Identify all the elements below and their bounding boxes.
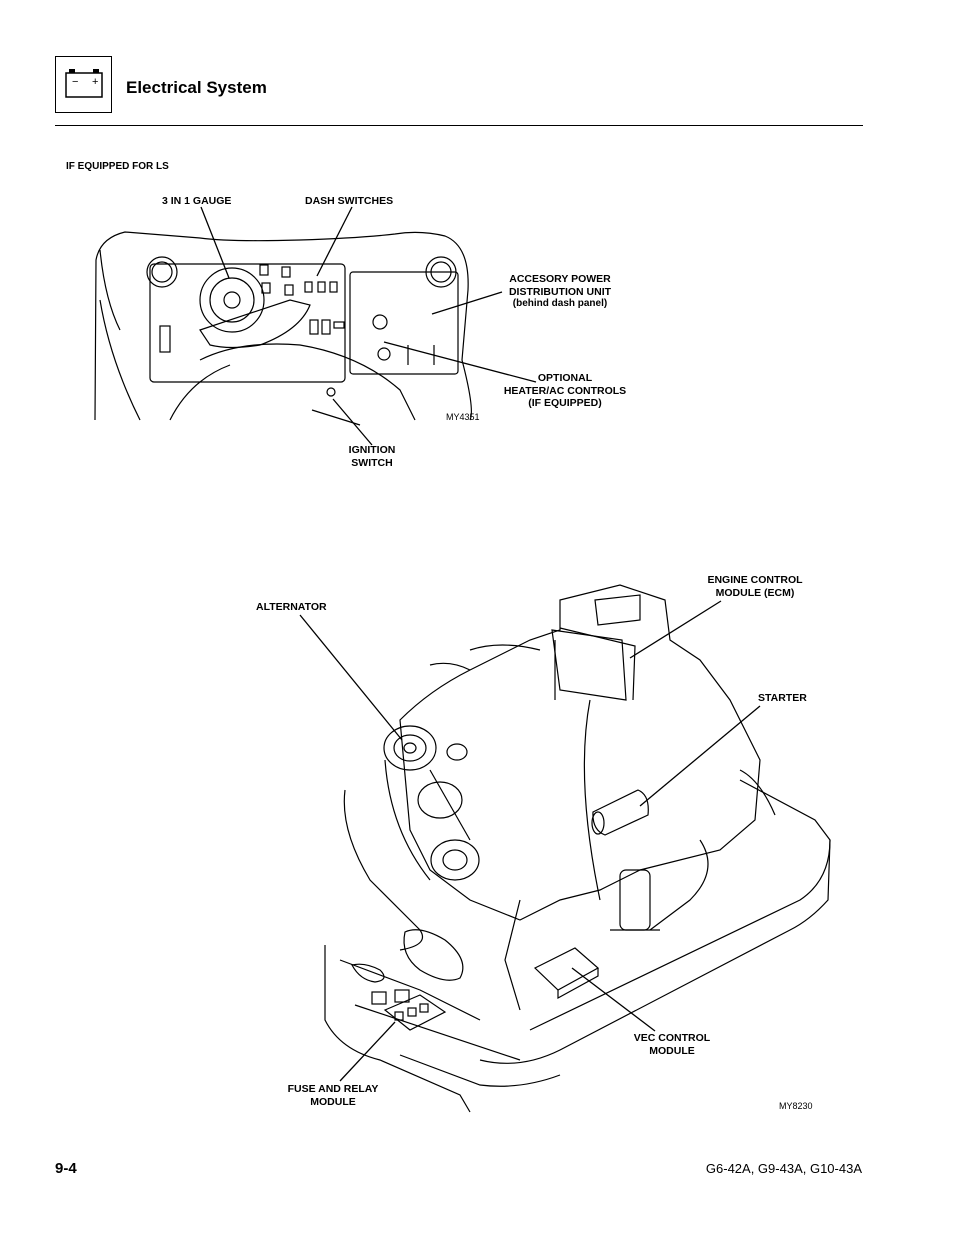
figure-id-my4351: MY4351	[446, 412, 480, 422]
label-heater-ac-controls: OPTIONAL HEATER/AC CONTROLS (IF EQUIPPED…	[503, 372, 627, 409]
battery-icon: − +	[65, 69, 103, 98]
label-ignition-switch: IGNITION SWITCH	[348, 444, 396, 469]
section-icon-box: − +	[55, 56, 112, 113]
label-fuse-relay-module: FUSE AND RELAY MODULE	[287, 1083, 379, 1108]
label-engine-control-module: ENGINE CONTROL MODULE (ECM)	[707, 574, 803, 599]
page-number: 9-4	[55, 1160, 77, 1177]
page-title: Electrical System	[126, 78, 267, 97]
label-vec-control-module: VEC CONTROL MODULE	[633, 1032, 711, 1057]
battery-plus: +	[92, 76, 98, 88]
header-rule	[55, 125, 863, 126]
figure-id-my8230: MY8230	[779, 1101, 813, 1111]
section-note: IF EQUIPPED FOR LS	[66, 161, 169, 172]
label-3-in-1-gauge: 3 IN 1 GAUGE	[162, 195, 232, 207]
battery-minus: −	[72, 76, 78, 88]
label-dash-switches: DASH SWITCHES	[305, 195, 394, 207]
label-starter: STARTER	[758, 692, 807, 704]
model-list: G6-42A, G9-43A, G10-43A	[705, 1161, 862, 1176]
label-accessory-power-unit: ACCESORY POWER DISTRIBUTION UNIT (behind…	[508, 273, 612, 309]
label-alternator: ALTERNATOR	[256, 601, 327, 613]
